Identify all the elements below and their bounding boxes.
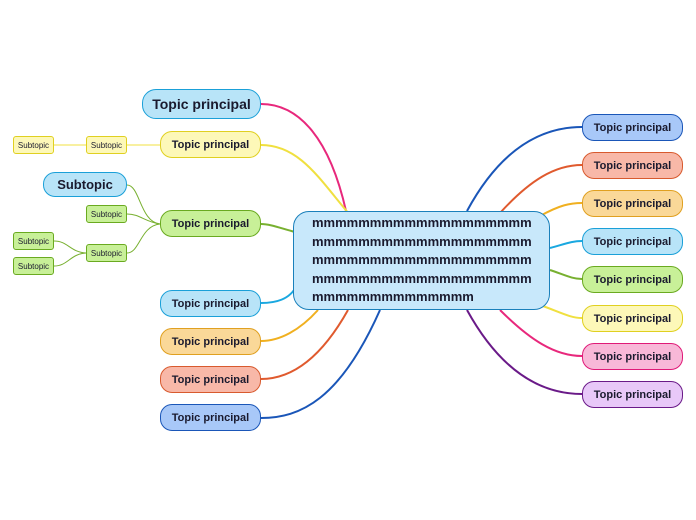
branch-line-left-2 <box>260 144 351 216</box>
topic-label: Topic principal <box>171 138 250 151</box>
central-topic[interactable]: mmmmmmmmmmmmmmmmmmmmmmmmmmmmmmmmmmmmmmmm… <box>293 211 550 310</box>
branch-line-right-2 <box>499 164 583 214</box>
sub-line-green-parent <box>126 223 161 254</box>
right-topic-3[interactable]: Topic principal <box>582 190 683 217</box>
sub-line-green-child-2 <box>53 252 87 267</box>
branch-line-right-5 <box>549 269 583 280</box>
right-topic-8[interactable]: Topic principal <box>582 381 683 408</box>
topic-label: Topic principal <box>593 273 672 286</box>
topic-label: Topic principal <box>152 96 251 112</box>
left-topic-4[interactable]: Topic principal <box>160 290 261 317</box>
subtopic-green-big[interactable]: Subtopic <box>43 172 127 197</box>
right-topic-5[interactable]: Topic principal <box>582 266 683 293</box>
right-topic-7[interactable]: Topic principal <box>582 343 683 370</box>
topic-label: Topic principal <box>171 297 250 310</box>
branch-line-left-1 <box>260 103 347 212</box>
left-topic-7[interactable]: Topic principal <box>160 404 261 431</box>
topic-label: Topic principal <box>171 335 250 348</box>
left-topic-6[interactable]: Topic principal <box>160 366 261 393</box>
topic-label: Topic principal <box>593 350 672 363</box>
left-topic-3[interactable]: Topic principal <box>160 210 261 237</box>
subtopic-yellow-2[interactable]: Subtopic <box>13 136 54 154</box>
central-topic-label: mmmmmmmmmmmmmmmmmmmmmmmmmmmmmmmmmmmmmmmm… <box>312 215 532 305</box>
topic-label: Topic principal <box>593 159 672 172</box>
branch-line-right-3 <box>539 202 583 217</box>
right-topic-6[interactable]: Topic principal <box>582 305 683 332</box>
branch-line-right-1 <box>466 126 583 212</box>
subtopic-label: Subtopic <box>57 177 113 192</box>
left-topic-5[interactable]: Topic principal <box>160 328 261 355</box>
branch-line-left-6 <box>260 309 349 380</box>
subtopic-yellow-1[interactable]: Subtopic <box>86 136 127 154</box>
topic-label: Topic principal <box>593 235 672 248</box>
sub-line-green-child-1 <box>53 240 87 254</box>
branch-line-right-7 <box>499 309 583 357</box>
right-topic-2[interactable]: Topic principal <box>582 152 683 179</box>
branch-line-left-5 <box>260 309 319 342</box>
subtopic-label: Subtopic <box>90 140 123 150</box>
left-topic-2[interactable]: Topic principal <box>160 131 261 158</box>
topic-label: Topic principal <box>593 197 672 210</box>
topic-label: Topic principal <box>171 373 250 386</box>
topic-label: Topic principal <box>593 312 672 325</box>
branch-line-right-8 <box>466 309 583 395</box>
subtopic-label: Subtopic <box>17 140 50 150</box>
subtopic-green-group-parent[interactable]: Subtopic <box>86 244 127 262</box>
branch-line-left-3 <box>260 223 296 233</box>
topic-label: Topic principal <box>171 217 250 230</box>
sub-line-green-big <box>126 184 161 225</box>
branch-line-right-4 <box>549 240 583 249</box>
subtopic-label: Subtopic <box>17 236 50 246</box>
topic-label: Topic principal <box>593 121 672 134</box>
subtopic-label: Subtopic <box>17 261 50 271</box>
branch-line-left-7 <box>260 309 381 419</box>
subtopic-label: Subtopic <box>90 209 123 219</box>
subtopic-green-mid[interactable]: Subtopic <box>86 205 127 223</box>
topic-label: Topic principal <box>593 388 672 401</box>
sub-line-green-mid <box>126 213 161 225</box>
subtopic-green-child-2[interactable]: Subtopic <box>13 257 54 275</box>
left-topic-1[interactable]: Topic principal <box>142 89 261 119</box>
subtopic-label: Subtopic <box>90 248 123 258</box>
right-topic-4[interactable]: Topic principal <box>582 228 683 255</box>
subtopic-green-child-1[interactable]: Subtopic <box>13 232 54 250</box>
right-topic-1[interactable]: Topic principal <box>582 114 683 141</box>
branch-line-right-6 <box>539 304 583 319</box>
topic-label: Topic principal <box>171 411 250 424</box>
branch-line-left-4 <box>260 284 298 304</box>
